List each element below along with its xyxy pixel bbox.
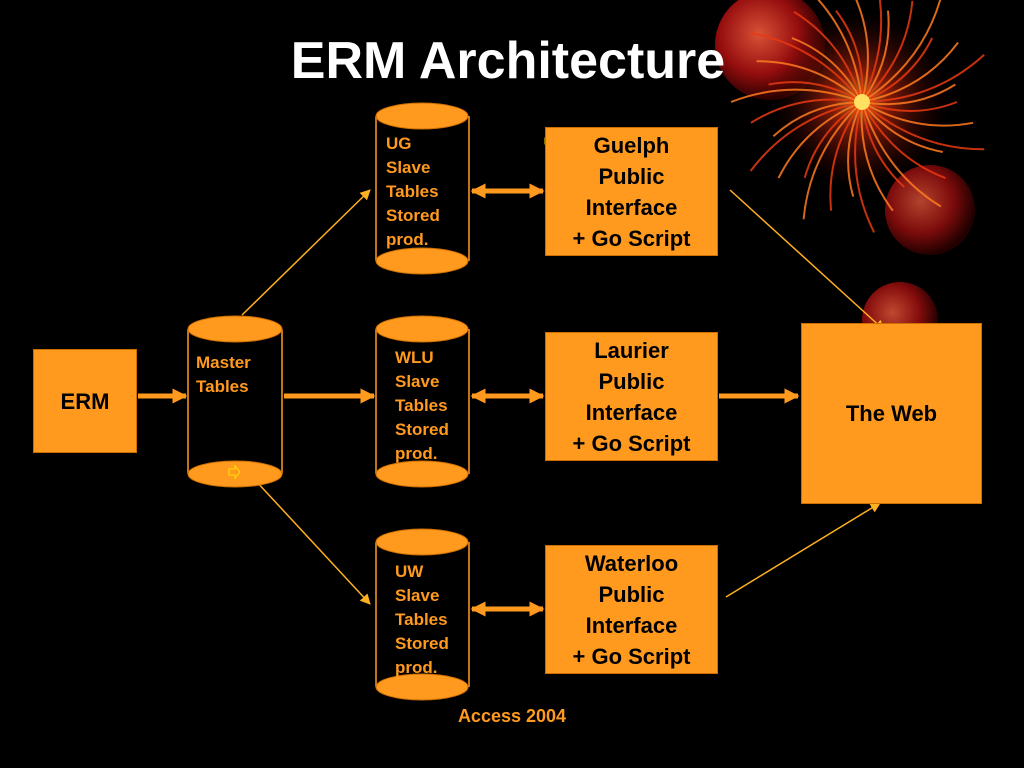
firework-orb [885, 165, 975, 255]
arrow-waterloo-to-web [725, 502, 881, 598]
ug-slave-label: UG Slave Tables Stored prod. [386, 134, 440, 249]
the-web-label: The Web [845, 401, 938, 426]
firework-ray [861, 41, 959, 103]
waterloo-interface-box: Waterloo Public Interface + Go Script [545, 545, 718, 674]
firework-core [854, 94, 870, 110]
arrow-guelph-to-web [729, 189, 885, 331]
waterloo-interface-label: Waterloo Public Interface + Go Script [572, 550, 691, 669]
firework-ray [854, 101, 875, 233]
arrow-master-to-uw [254, 479, 371, 605]
firework-ray [847, 101, 863, 197]
master-tables-cylinder [187, 315, 283, 488]
firework-ray [861, 101, 943, 153]
guelph-interface-label: Guelph Public Interface + Go Script [572, 132, 691, 251]
laurier-interface-box: Laurier Public Interface + Go Script [545, 332, 718, 461]
firework-ray [861, 0, 883, 103]
slide-footer: Access 2004 [457, 706, 567, 726]
firework-ray [861, 101, 942, 208]
firework-ray [861, 101, 974, 127]
firework-ray [768, 81, 863, 103]
erm-label: ERM [60, 388, 110, 414]
laurier-interface-label: Laurier Public Interface + Go Script [572, 337, 691, 456]
slide-title: ERM Architecture [290, 32, 726, 90]
firework-ray [861, 0, 914, 103]
small-arrow-icon [228, 464, 241, 480]
firework-ray [829, 101, 863, 211]
firework-ray [793, 10, 863, 103]
firework-ray [861, 10, 890, 103]
uw-slave-label: UW Slave Tables Stored prod. [395, 562, 449, 677]
uw-slave-cylinder [375, 528, 470, 701]
firework-ray [817, 0, 863, 103]
firework-ray [861, 101, 958, 112]
firework-ray [861, 101, 946, 180]
firework-ray [750, 32, 863, 103]
firework-ray [791, 37, 863, 103]
firework-ray [861, 0, 942, 103]
erm-box: ERM [33, 349, 137, 453]
guelph-interface-box: Guelph Public Interface + Go Script [545, 127, 718, 256]
firework-ray [730, 88, 863, 103]
firework-ray [802, 101, 863, 220]
firework-ray [749, 101, 863, 172]
wlu-slave-cylinder [375, 315, 470, 488]
master-tables-label: Master Tables [196, 353, 251, 396]
firework-ray [861, 37, 934, 103]
firework-ray [756, 60, 863, 103]
firework-ray [777, 101, 863, 179]
firework-ray [861, 101, 905, 188]
firework-ray [835, 9, 864, 103]
wlu-slave-label: WLU Slave Tables Stored prod. [395, 348, 449, 463]
firework-ray [750, 98, 863, 124]
firework-ray [861, 53, 985, 103]
the-web-box: The Web [801, 323, 982, 504]
firework-ray [861, 101, 985, 151]
firework-ray [861, 83, 956, 106]
firework-rays [730, 0, 985, 233]
firework-ray [860, 101, 894, 212]
firework-ray [803, 101, 863, 179]
arrow-master-to-ug [241, 189, 371, 316]
ug-slave-cylinder [375, 102, 470, 275]
firework-ray [772, 101, 863, 138]
firework-ray [855, 0, 869, 103]
